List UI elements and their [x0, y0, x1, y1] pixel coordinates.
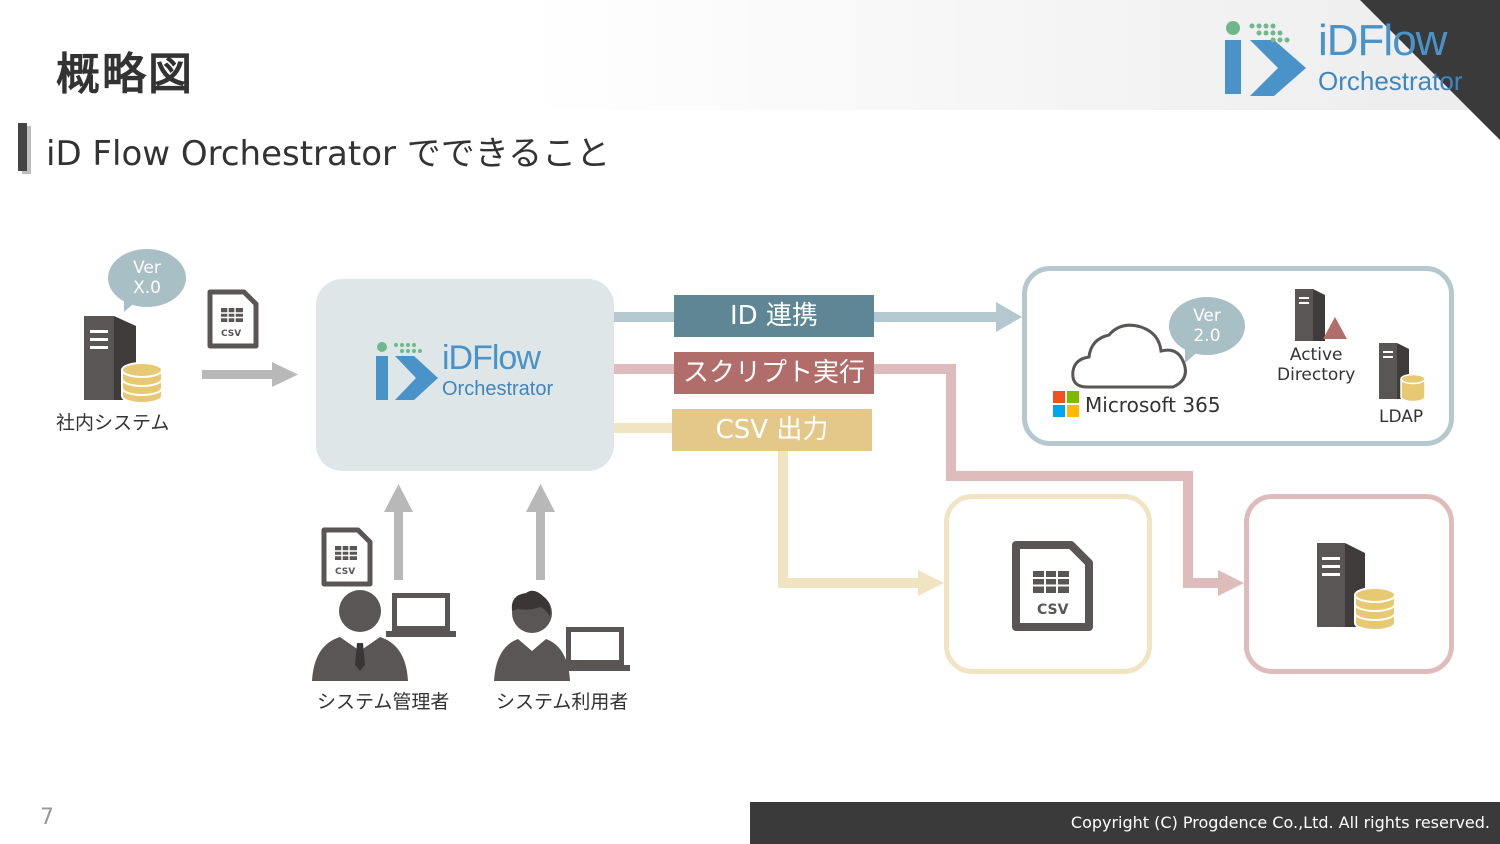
- logo-mark-icon: [1225, 21, 1306, 96]
- hub-logo-subword: Orchestrator: [442, 378, 554, 400]
- active-directory-icon: [1295, 289, 1347, 341]
- version-bubble-cloud: Ver 2.0: [1169, 297, 1245, 355]
- copyright-text: Copyright (C) Progdence Co.,Ltd. All rig…: [1070, 813, 1490, 832]
- tag-id-sync: ID 連携: [674, 295, 874, 337]
- page-number: 7: [40, 805, 54, 830]
- cloud-bubble-tail: [1185, 349, 1201, 363]
- hub-logo-mark-icon: [376, 342, 438, 400]
- output-csv-text: CSV: [1037, 602, 1069, 618]
- tag-script-run: スクリプト実行: [674, 352, 874, 394]
- target-server-db-icon: [1317, 543, 1396, 631]
- arrow-source-to-hub: [202, 362, 298, 387]
- arrow-script-run: [614, 364, 1222, 588]
- user-person-icon: [494, 590, 630, 681]
- page-title: 概略図: [56, 49, 194, 100]
- arrow-script-head: [1218, 570, 1244, 596]
- admin-csv-text: CSV: [335, 567, 356, 577]
- arrow-admin-to-hub: [384, 484, 413, 580]
- arrow-id-sync: [614, 302, 1022, 332]
- ldap-server-icon: [1379, 343, 1426, 403]
- microsoft-logo-icon: [1053, 391, 1079, 417]
- user-label: システム利用者: [496, 691, 629, 713]
- page-subtitle: iD Flow Orchestrator でできること: [46, 134, 611, 174]
- idflow-hub: iDFlow Orchestrator: [316, 279, 614, 471]
- tag-csv-output: CSV 出力: [672, 409, 872, 451]
- bubble-tail: [124, 298, 140, 312]
- target-server-box: [1244, 494, 1454, 674]
- target-csv-box: CSV: [944, 494, 1152, 674]
- logo-subword: Orchestrator: [1318, 66, 1463, 96]
- target-cloud-box: Ver 2.0 Microsoft 365 Active Directory L…: [1022, 266, 1454, 446]
- ldap-label: LDAP: [1379, 407, 1424, 427]
- arrow-user-to-hub: [526, 484, 555, 580]
- source-system-label: 社内システム: [56, 412, 170, 434]
- active-directory-label: Active Directory: [1277, 345, 1356, 385]
- brand-logo: iDFlow Orchestrator: [1222, 16, 1484, 102]
- output-csv-file-icon: [1012, 541, 1093, 631]
- subtitle-accent-bar: [18, 123, 27, 171]
- admin-label: システム管理者: [317, 691, 450, 713]
- server-db-icon: [84, 316, 163, 404]
- user-laptop-icon: [560, 627, 630, 671]
- csv-file-text: CSV: [221, 329, 242, 339]
- footer-bar: Copyright (C) Progdence Co.,Ltd. All rig…: [750, 802, 1500, 844]
- arrow-csv-head: [918, 570, 944, 596]
- hub-logo-word: iDFlow: [442, 339, 541, 377]
- corner-decoration: [1360, 0, 1500, 140]
- csv-file-icon: [207, 289, 259, 349]
- microsoft-365-label: Microsoft 365: [1085, 393, 1221, 417]
- version-bubble-source: Ver X.0: [108, 249, 186, 307]
- arrow-csv-output: [614, 423, 922, 588]
- cloud-icon: [1071, 323, 1187, 389]
- admin-person-icon: [312, 590, 456, 681]
- version-text: Ver X.0: [133, 258, 161, 298]
- logo-word: iDFlow: [1318, 16, 1447, 65]
- admin-laptop-icon: [386, 593, 456, 637]
- admin-csv-file-icon: [321, 527, 373, 587]
- cloud-version-text: Ver 2.0: [1193, 306, 1221, 346]
- header-band: [0, 0, 1500, 110]
